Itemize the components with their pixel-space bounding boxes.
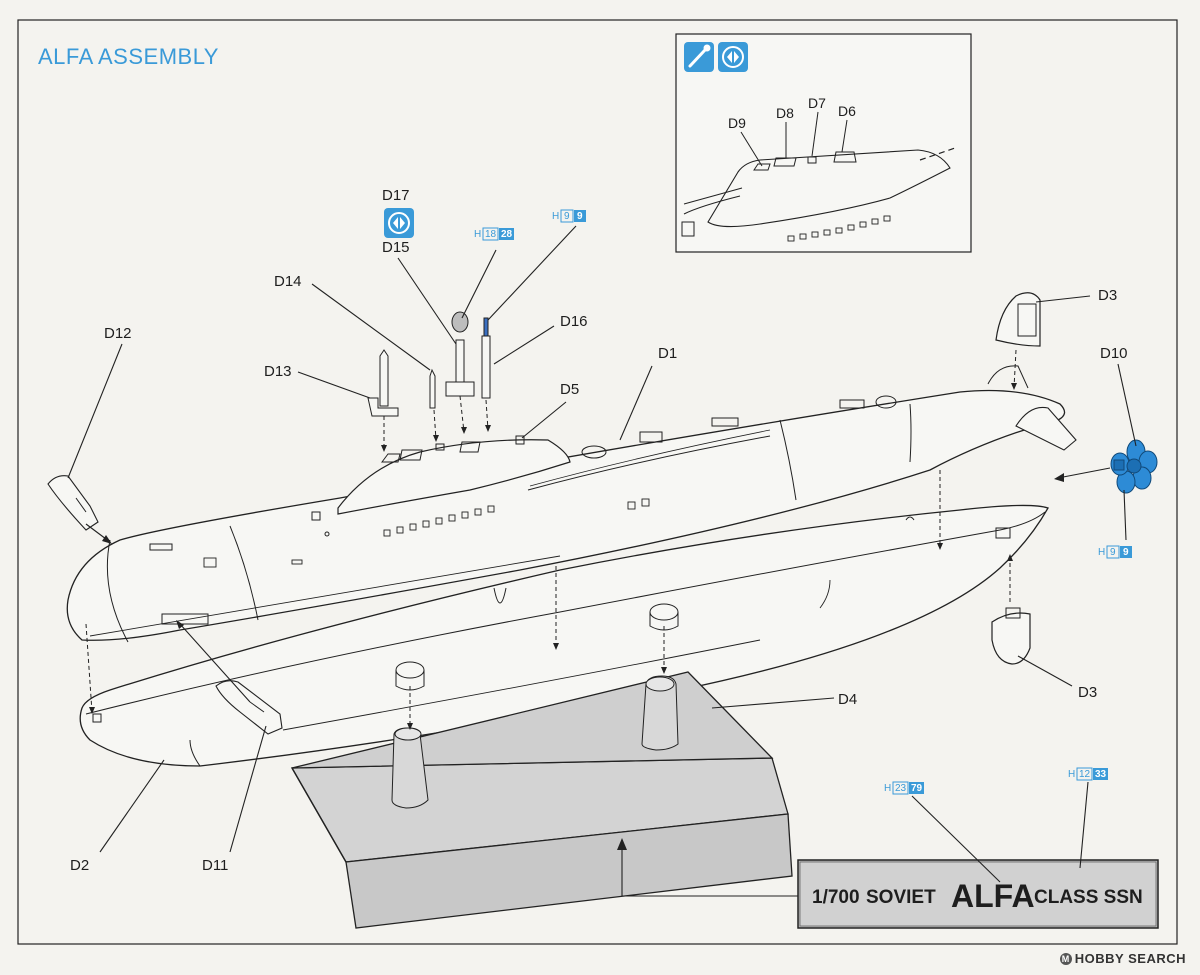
svg-text:79: 79	[911, 783, 923, 794]
svg-text:23: 23	[895, 783, 907, 794]
mast-D14	[429, 368, 436, 409]
svg-text:H: H	[1098, 547, 1105, 558]
arrow-heads	[89, 383, 1064, 850]
svg-text:9: 9	[1110, 547, 1116, 558]
part-label-D11: D11	[202, 857, 228, 874]
svg-text:18: 18	[485, 229, 497, 240]
svg-text:28: 28	[501, 229, 513, 240]
plate-class: CLASS SSN	[1034, 887, 1143, 908]
color-ref: H 9 9	[552, 209, 586, 223]
part-label-D1: D1	[658, 345, 677, 362]
part-label-D17: D17	[382, 187, 410, 204]
lower-hull-D2	[79, 504, 1049, 767]
hobby-search-logo-icon: M	[1059, 953, 1072, 965]
bowplane-D11	[215, 680, 283, 735]
part-label-D12: D12	[104, 325, 132, 342]
page-border	[17, 19, 1178, 945]
color-ref: H 9 9	[1098, 545, 1132, 559]
inset-detail: D9 D8 D7 D6	[675, 33, 972, 253]
leader-lines	[67, 225, 1137, 883]
mast-D16	[481, 317, 491, 399]
part-label-D6: D6	[838, 103, 856, 119]
plate-soviet: SOVIET	[866, 887, 936, 908]
plate-scale: 1/700	[812, 887, 860, 908]
color-ref: H 23 79	[884, 781, 924, 795]
svg-text:9: 9	[577, 211, 583, 222]
part-label-D15: D15	[382, 239, 410, 256]
part-label-D16: D16	[560, 313, 588, 330]
part-label-D13: D13	[264, 363, 292, 380]
part-label-D2: D2	[70, 857, 89, 874]
svg-text:H: H	[884, 783, 891, 794]
svg-text:H: H	[474, 229, 481, 240]
watermark-text: HOBBY SEARCH	[1074, 951, 1186, 966]
paint-brush-icon	[684, 42, 714, 72]
bowplane-D12	[47, 475, 99, 531]
part-label-D7: D7	[808, 95, 826, 111]
part-label-D9: D9	[728, 115, 746, 131]
assembly-paths	[85, 349, 1017, 728]
stern-plane	[1015, 406, 1077, 451]
optional-part-icon	[384, 208, 414, 238]
mast-D15	[445, 311, 475, 397]
part-label-D4: D4	[838, 691, 857, 708]
name-plate: 1/700 SOVIET ALFA CLASS SSN	[797, 859, 1159, 929]
svg-text:H: H	[552, 211, 559, 222]
svg-text:33: 33	[1095, 769, 1107, 780]
upper-hull-D1	[66, 365, 1066, 643]
display-stand-D4	[290, 603, 793, 929]
svg-text:H: H	[1068, 769, 1075, 780]
part-label-D8: D8	[776, 105, 794, 121]
page-title: ALFA ASSEMBLY	[38, 44, 219, 69]
fin-D3-upper	[995, 292, 1041, 347]
part-label-D10: D10	[1100, 345, 1128, 362]
arrows	[85, 467, 1111, 897]
propeller-D10	[1110, 439, 1158, 494]
mast-D13	[367, 349, 399, 417]
plate-name: ALFA	[951, 878, 1035, 914]
svg-text:12: 12	[1079, 769, 1091, 780]
svg-text:9: 9	[564, 211, 570, 222]
fin-D3-lower	[991, 607, 1031, 665]
svg-text:9: 9	[1123, 547, 1129, 558]
part-label-D14: D14	[274, 273, 302, 290]
part-label-D3-upper: D3	[1098, 287, 1117, 304]
optional-part-icon	[718, 42, 748, 72]
part-label-D3-lower: D3	[1078, 684, 1097, 701]
color-ref: H 12 33	[1068, 767, 1108, 781]
color-ref: H 18 28	[474, 227, 514, 241]
part-label-D5: D5	[560, 381, 579, 398]
